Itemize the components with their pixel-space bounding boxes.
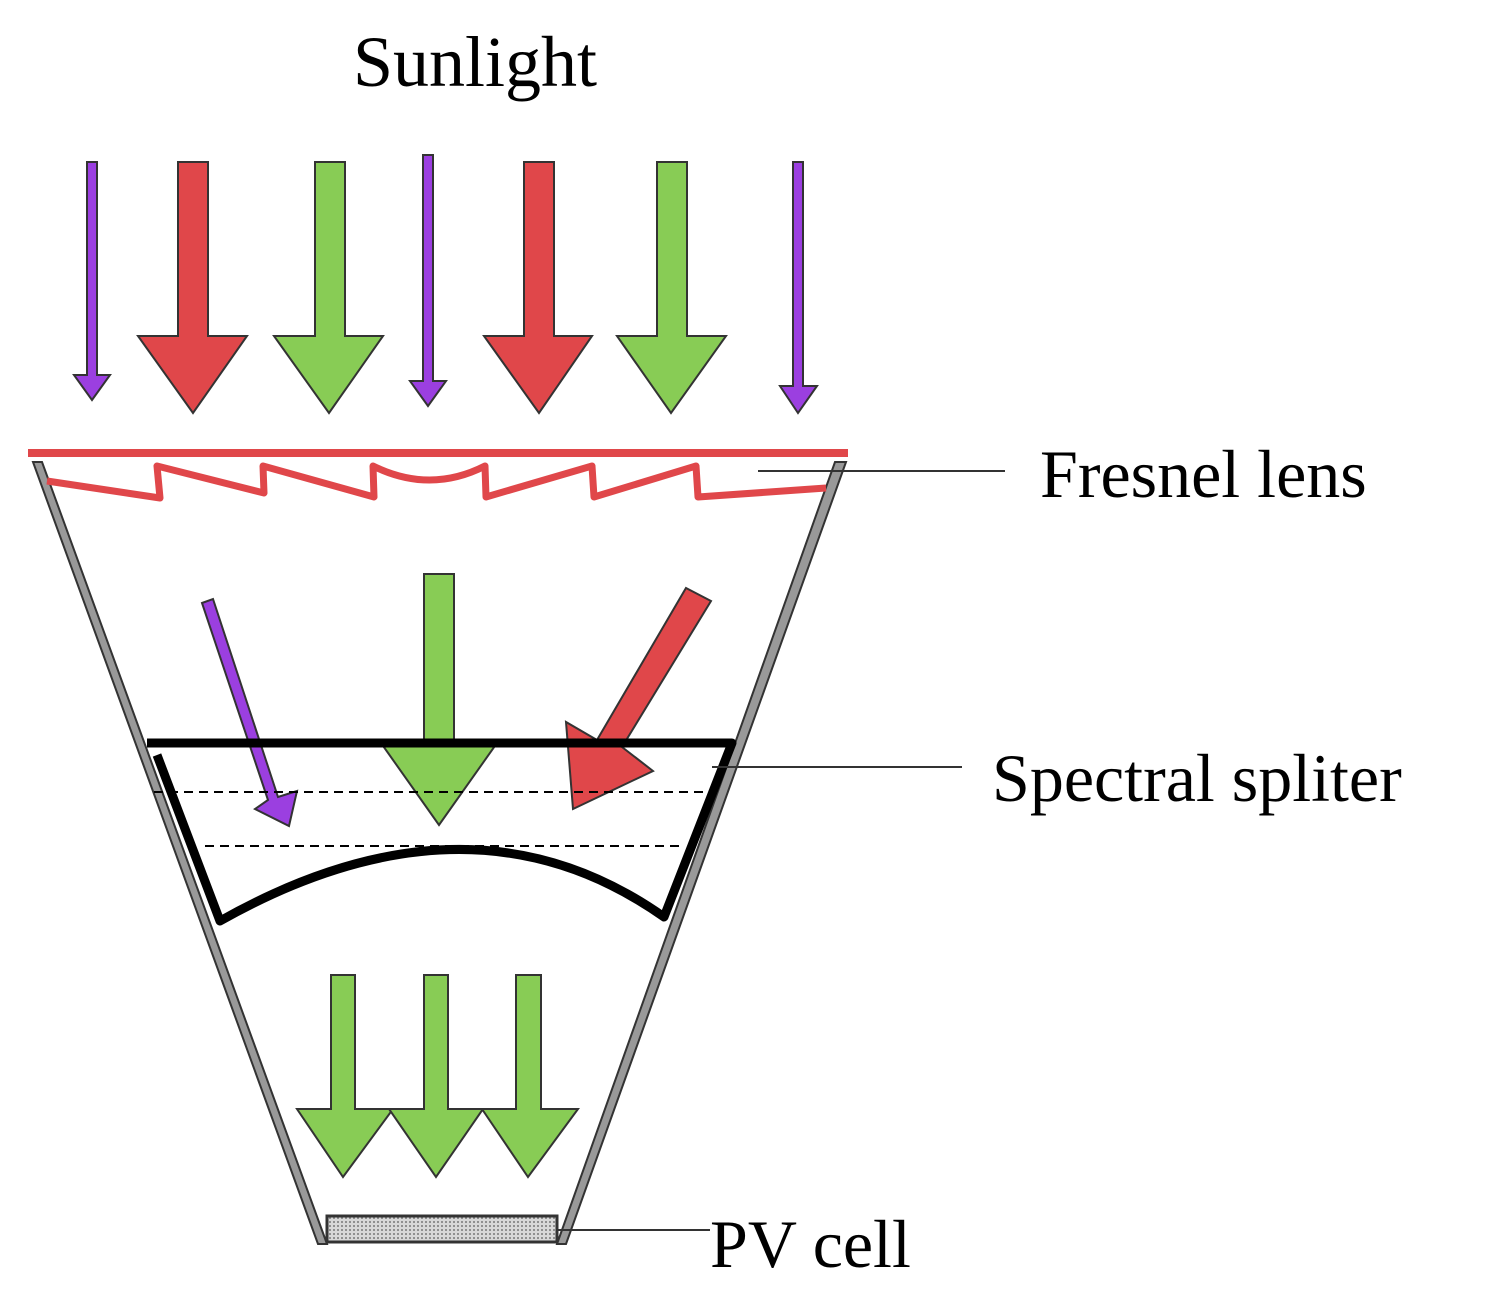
fresnel-lens-facets <box>46 462 827 502</box>
spectral-splitter <box>147 738 737 926</box>
right-wall <box>555 461 848 1245</box>
green-converging-ray <box>379 573 499 827</box>
purple-ray-arrow-3 <box>778 161 819 415</box>
pv-cell <box>325 1214 559 1244</box>
red-ray-arrow-1 <box>136 161 249 415</box>
fresnel-lens-label: Fresnel lens <box>1040 436 1367 512</box>
sunlight-label: Sunlight <box>353 22 597 102</box>
incoming-sunlight-arrows <box>72 154 819 415</box>
transmitted-rays <box>295 974 580 1179</box>
green-transmitted-ray-2 <box>387 974 485 1179</box>
purple-converging-ray <box>200 597 299 828</box>
green-transmitted-ray-3 <box>480 974 580 1179</box>
purple-ray-arrow-1 <box>72 161 112 402</box>
fresnel-lens <box>28 449 848 502</box>
red-ray-arrow-2 <box>482 161 594 415</box>
converging-rays <box>200 573 713 828</box>
left-wall <box>31 461 329 1245</box>
pv-cell-label: PV cell <box>710 1206 911 1282</box>
green-transmitted-ray-1 <box>295 974 395 1179</box>
green-ray-arrow-2 <box>615 161 728 415</box>
spectral-splitter-outline <box>147 738 737 926</box>
spectral-splitter-label: Spectral spliter <box>992 740 1402 816</box>
concentrator-walls <box>31 461 848 1245</box>
red-converging-ray <box>564 586 713 811</box>
green-ray-arrow-1 <box>272 161 385 415</box>
purple-ray-arrow-2 <box>408 154 448 408</box>
